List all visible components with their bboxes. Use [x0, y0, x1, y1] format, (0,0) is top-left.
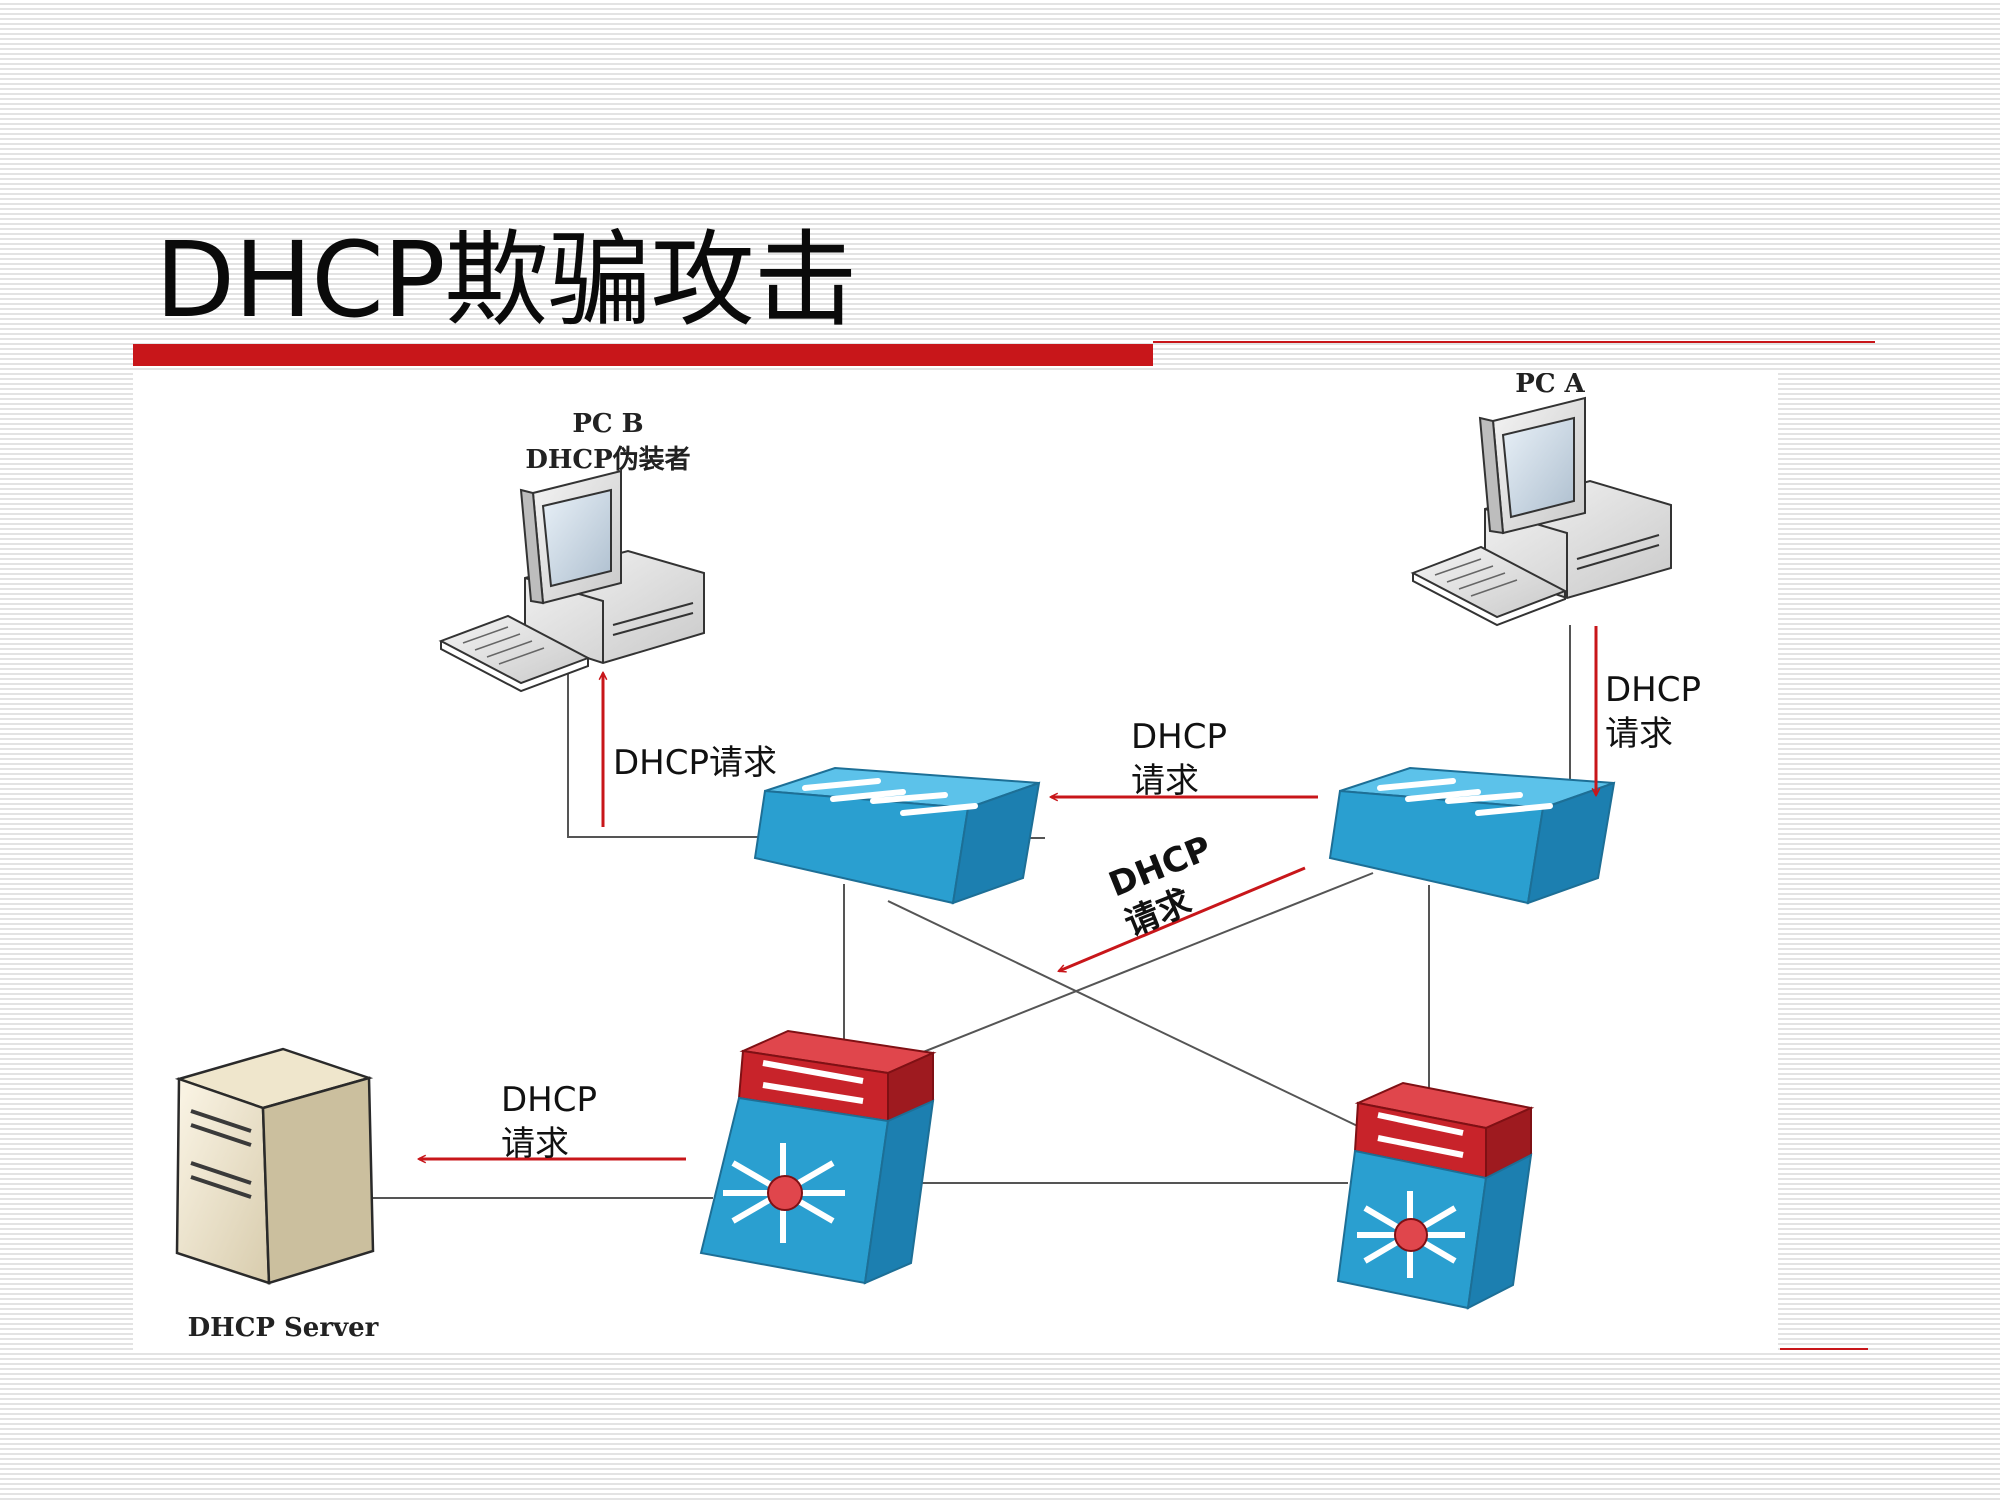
request-arrows [419, 626, 1596, 1159]
left-core-switch-icon [699, 1029, 937, 1285]
switch-link-request-label-line2: 请求 [1131, 761, 1199, 801]
arrow-diagonal-to-left-core [1059, 866, 1306, 971]
pc-a-request-label-line1: DHCP [1605, 670, 1701, 710]
right-switch-icon [1328, 766, 1616, 905]
pc-a-label: PC A [1515, 373, 1585, 399]
link-cross-right-switch-left-core [882, 872, 1374, 1069]
server-request-label-line2: 请求 [501, 1124, 569, 1164]
pc-a-request-label-line2: 请求 [1605, 714, 1673, 754]
network-links [369, 625, 1571, 1199]
pc-a-icon [1410, 396, 1672, 627]
server-request-label-line1: DHCP [501, 1080, 597, 1120]
bottom-accent-line [1780, 1348, 1868, 1350]
dhcp-server-label: DHCP Server [188, 1313, 379, 1343]
network-diagram-svg: PC B DHCP伪装者 PC A DHCP Server DHCP 请求 DH… [174, 373, 1701, 1343]
pc-b-request-label: DHCP请求 [613, 743, 777, 783]
pc-b-role-label: DHCP伪装者 [525, 445, 690, 475]
link-pcb-to-left-switch [567, 673, 763, 838]
left-switch-icon [753, 766, 1041, 905]
slide-title: DHCP欺骗攻击 [155, 219, 858, 341]
link-cross-left-switch-right-core [887, 900, 1394, 1144]
title-underline-thin [1153, 341, 1875, 343]
right-core-switch-icon [1336, 1081, 1535, 1310]
pc-b-icon [438, 469, 705, 693]
diagonal-request-label: DHCP 请求 [1103, 828, 1217, 944]
dhcp-server-icon [174, 1047, 375, 1285]
pc-b-label: PC B [572, 409, 643, 439]
title-underline-thick [133, 344, 1153, 366]
network-diagram: PC B DHCP伪装者 PC A DHCP Server DHCP 请求 DH… [133, 373, 1778, 1353]
switch-link-request-label-line1: DHCP [1131, 717, 1227, 757]
